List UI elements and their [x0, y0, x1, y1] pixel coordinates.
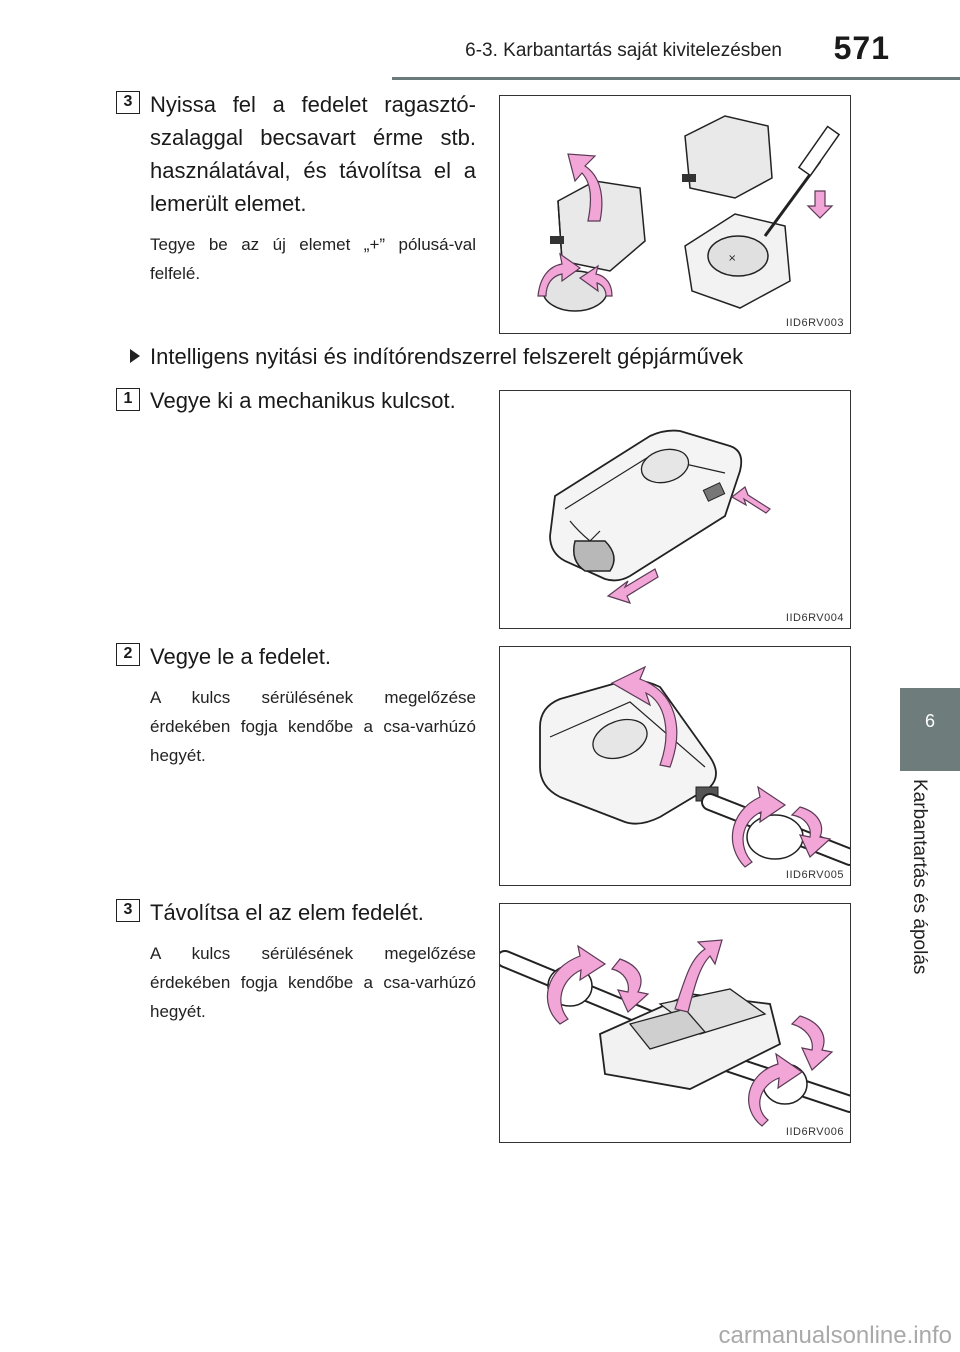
- step-instruction: Távolítsa el az elem fedelét.: [150, 900, 424, 925]
- cover-removal-illustration: IID6RV005: [499, 646, 851, 886]
- watermark-text: carmanualsonline.info: [718, 1322, 952, 1349]
- step-instruction: Nyissa fel a fedelet ragasztó-szalaggal …: [150, 92, 476, 216]
- figure-code: IID6RV004: [785, 612, 844, 624]
- svg-text:×: ×: [728, 253, 736, 264]
- step-note: A kulcs sérülésének megelőzése érdekében…: [150, 688, 476, 765]
- step-number-badge: 3: [116, 91, 140, 114]
- cover-removal-drawing: [539, 665, 850, 868]
- page-header: 6-3. Karbantartás saját kivitelezésben 5…: [0, 0, 960, 80]
- battery-removal-drawing: ×: [537, 115, 841, 312]
- chapter-tab-number: 6: [900, 688, 960, 771]
- triangle-bullet-icon: [130, 349, 140, 363]
- step-instruction: Vegye le a fedelet.: [150, 644, 332, 669]
- battery-cover-removal-illustration: IID6RV006: [499, 903, 851, 1143]
- step-text: Vegye le a fedelet. A kulcs sérülésének …: [150, 640, 476, 770]
- step-number-badge: 2: [116, 643, 140, 666]
- step-number-badge: 1: [116, 388, 140, 411]
- section-heading: Intelligens nyitási és indítórendszerrel…: [130, 344, 743, 370]
- figure-code: IID6RV006: [785, 1126, 844, 1138]
- step-text: Távolítsa el az elem fedelét. A kulcs sé…: [150, 896, 476, 1026]
- mechanical-key-removal-illustration: IID6RV004: [499, 390, 851, 629]
- step-note: Tegye be az új elemet „+” pólusá-val fel…: [150, 235, 476, 283]
- battery-removal-illustration: × IID6RV003: [499, 95, 851, 334]
- header-rule: [392, 77, 960, 80]
- figure-code: IID6RV005: [785, 869, 844, 881]
- page-number: 571: [833, 30, 890, 66]
- mechanical-key-drawing: [549, 429, 771, 604]
- battery-cover-drawing: [500, 939, 850, 1127]
- step-note: A kulcs sérülésének megelőzése érdekében…: [150, 944, 476, 1021]
- chapter-title: 6-3. Karbantartás saját kivitelezésben: [465, 40, 782, 61]
- figure-code: IID6RV003: [785, 317, 844, 329]
- step-text: Vegye ki a mechanikus kulcsot.: [150, 384, 476, 417]
- chapter-tab-label: Karbantartás és ápolás: [900, 771, 960, 1031]
- step-number-badge: 3: [116, 899, 140, 922]
- chapter-tab-label-text: Karbantartás és ápolás: [909, 779, 930, 975]
- section-heading-text: Intelligens nyitási és indítórendszerrel…: [150, 344, 744, 369]
- step-instruction: Vegye ki a mechanikus kulcsot.: [150, 388, 456, 413]
- step-text: Nyissa fel a fedelet ragasztó-szalaggal …: [150, 88, 476, 288]
